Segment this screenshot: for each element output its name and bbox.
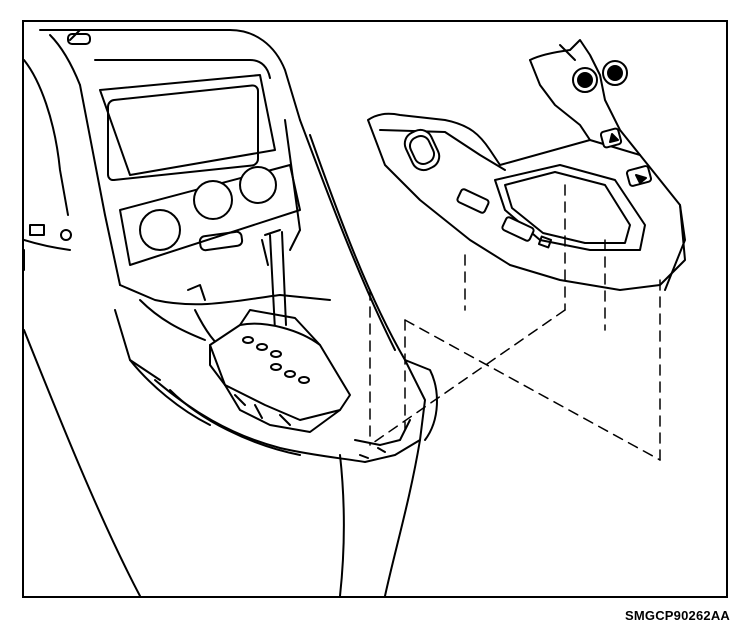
dashboard-left-panel — [24, 60, 140, 596]
fastener-clips — [560, 45, 627, 92]
center-stack-bezel — [40, 30, 300, 285]
shift-lever-assembly — [210, 230, 350, 432]
assembly-guide-lines — [370, 185, 660, 460]
console-lower-trim — [155, 360, 437, 596]
shifter-bezel-removed — [368, 40, 685, 290]
illustration-frame — [22, 20, 728, 598]
figure-reference-code: SMGCP90262AA — [625, 608, 730, 623]
